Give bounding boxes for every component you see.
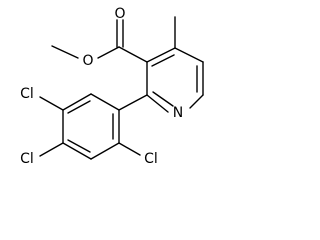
bond-c2-aryl — [118, 94, 148, 111]
bond-ar3-ar4 — [62, 142, 92, 160]
structure-svg: O O N Cl Cl Cl — [20, 6, 204, 167]
bond-ar5-ar6 — [62, 93, 92, 111]
bond-carbonyl-oester — [97, 46, 120, 59]
bond-n-c2-inner — [152, 91, 174, 107]
bond-n-c2 — [146, 94, 169, 113]
atom-cl-right: Cl — [144, 151, 158, 167]
bond-ar5-cl-top — [39, 96, 64, 111]
bond-ar5-ar6-inner — [67, 100, 91, 114]
atom-o-carbonyl: O — [114, 6, 125, 22]
atom-n-ring: N — [173, 105, 183, 121]
bond-ar3-ar4-inner — [67, 139, 91, 153]
bond-c3-carbonyl — [118, 46, 148, 63]
bond-ar2-cl-right — [118, 142, 141, 156]
structure-diagram: O O N Cl Cl Cl — [20, 6, 204, 167]
bond-ar2-ar3 — [90, 142, 120, 160]
bond-c6-n — [189, 94, 204, 109]
bond-oester-methyl — [51, 45, 79, 59]
bond-ar6-ar1 — [90, 93, 120, 111]
bond-c3-c4-inner — [151, 54, 175, 67]
bond-c3-c4 — [146, 47, 176, 63]
bond-c4-c5 — [174, 47, 204, 63]
atom-cl-top: Cl — [20, 86, 34, 102]
bond-ar4-cl-left — [39, 142, 64, 157]
atom-o-ester: O — [82, 53, 93, 69]
atom-cl-left: Cl — [20, 151, 34, 167]
